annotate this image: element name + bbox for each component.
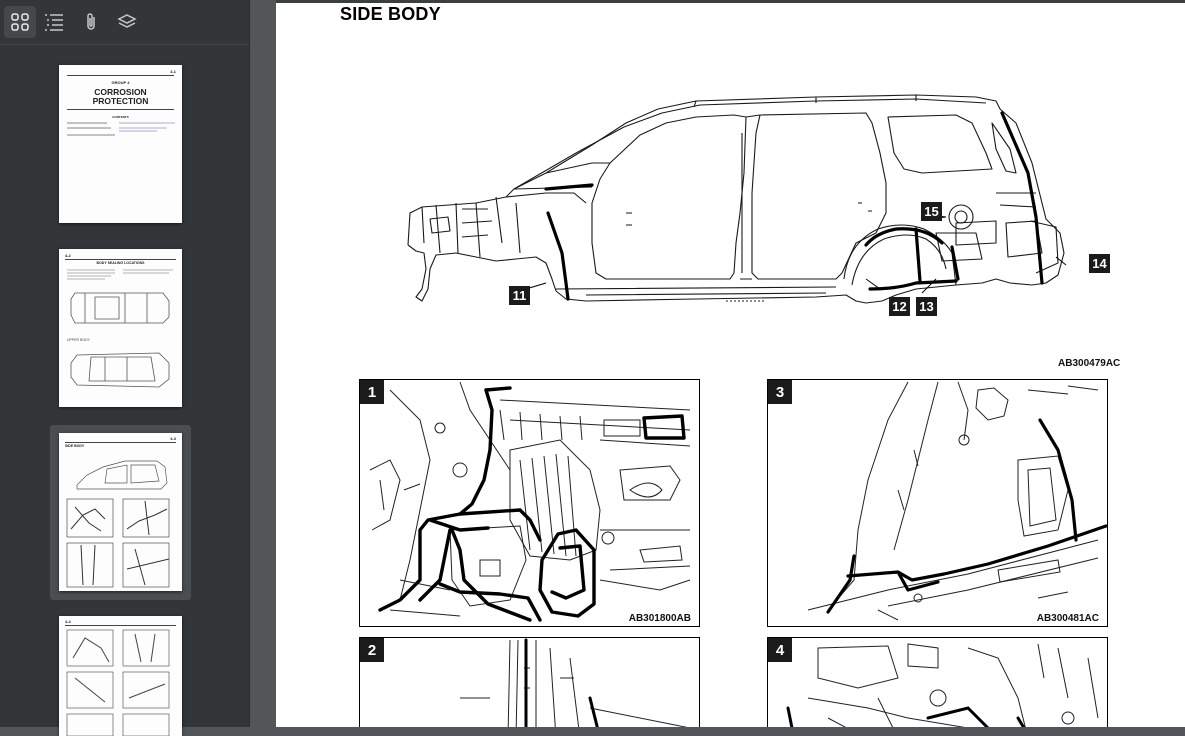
overview-figure-code: AB300479AC <box>1058 358 1121 369</box>
panel-1-drawing <box>369 381 691 622</box>
thumb2-page-number: 4-2 <box>65 253 71 258</box>
thumb1-contents: CONTENTS <box>112 115 129 119</box>
thumb1-rule-2 <box>67 109 174 110</box>
outline-button[interactable] <box>38 6 70 38</box>
detail-panel-4: 4 <box>767 637 1108 727</box>
panel-1-code: AB301800AB <box>628 613 691 624</box>
panel-2-number: 2 <box>360 638 384 662</box>
thumb1-page-number: 4-1 <box>170 69 176 74</box>
thumbnails-icon <box>11 13 29 31</box>
page-thumbnail-1[interactable]: 4-1 GROUP 4 CORROSION PROTECTION CONTENT… <box>50 58 191 230</box>
attachments-icon <box>83 12 99 32</box>
page-thumbnail-4[interactable]: 4-4 <box>50 609 191 736</box>
attachments-button[interactable] <box>75 6 107 38</box>
thumb4-page-number: 4-4 <box>65 619 71 624</box>
panel-3-drawing <box>807 381 1107 621</box>
page-thumbnail-1-image: 4-1 GROUP 4 CORROSION PROTECTION CONTENT… <box>59 65 182 223</box>
page-title: SIDE BODY <box>340 4 441 24</box>
panel-4-number: 4 <box>768 638 792 662</box>
thumb3-heading: SIDE BODY <box>65 444 85 448</box>
thumb2-heading: BODY SEALING LOCATIONS <box>96 261 145 265</box>
callout-15: 15 <box>921 202 942 221</box>
svg-text:UPPER BODY: UPPER BODY <box>67 338 91 342</box>
panel-3-code: AB300481AC <box>1036 613 1099 624</box>
detail-panel-2: 2 <box>359 637 700 727</box>
page-thumbnail-3-image: 4-3 SIDE BODY <box>59 433 182 591</box>
viewer-top-strip <box>276 0 1185 3</box>
thumb4-rule <box>65 625 176 626</box>
layers-button[interactable] <box>111 6 143 38</box>
thumb1-rule <box>67 75 174 76</box>
document-page: SIDE BODY <box>276 3 1185 727</box>
side-body-overview-drawing <box>407 94 1067 304</box>
panel-2-drawing <box>460 638 688 727</box>
page-thumbnail-2-image: 4-2 BODY SEALING LOCATIONS UPPER BODY <box>59 249 182 407</box>
sidebar-toolbar <box>0 0 249 45</box>
thumb1-title-2: PROTECTION <box>92 96 149 106</box>
callout-14: 14 <box>1089 254 1110 273</box>
thumb2-drawings: UPPER BODY <box>67 269 173 388</box>
thumb2-rule <box>65 259 176 260</box>
thumb1-group: GROUP 4 <box>111 80 130 85</box>
page-thumbnail-4-image: 4-4 <box>59 616 182 736</box>
thumb1-title-1: CORROSION <box>94 87 147 97</box>
thumb3-drawings <box>66 460 170 588</box>
callout-11: 11 <box>509 286 530 305</box>
viewer-gutter <box>250 0 276 727</box>
panel-3-number: 3 <box>768 380 792 404</box>
thumb4-drawings <box>66 629 170 736</box>
thumb3-page-number: 4-3 <box>170 436 176 441</box>
thumb3-rule <box>65 442 176 443</box>
detail-panel-3: 3 AB300481AC <box>767 379 1108 627</box>
page-thumbnail-3[interactable]: 4-3 SIDE BODY <box>50 425 191 600</box>
callout-13: 13 <box>916 297 937 316</box>
layers-icon <box>117 13 137 31</box>
page-thumbnail-2[interactable]: 4-2 BODY SEALING LOCATIONS UPPER BODY <box>50 242 191 414</box>
sidebar: 4-1 GROUP 4 CORROSION PROTECTION CONTENT… <box>0 0 250 736</box>
thumbnails-button[interactable] <box>4 6 36 38</box>
thumb1-toc-lines <box>67 122 175 136</box>
callout-12: 12 <box>889 297 910 316</box>
panel-4-drawing <box>786 643 1099 727</box>
outline-icon <box>44 13 64 31</box>
panel-1-number: 1 <box>360 380 384 404</box>
detail-panel-1: 1 AB301800AB <box>359 379 700 627</box>
